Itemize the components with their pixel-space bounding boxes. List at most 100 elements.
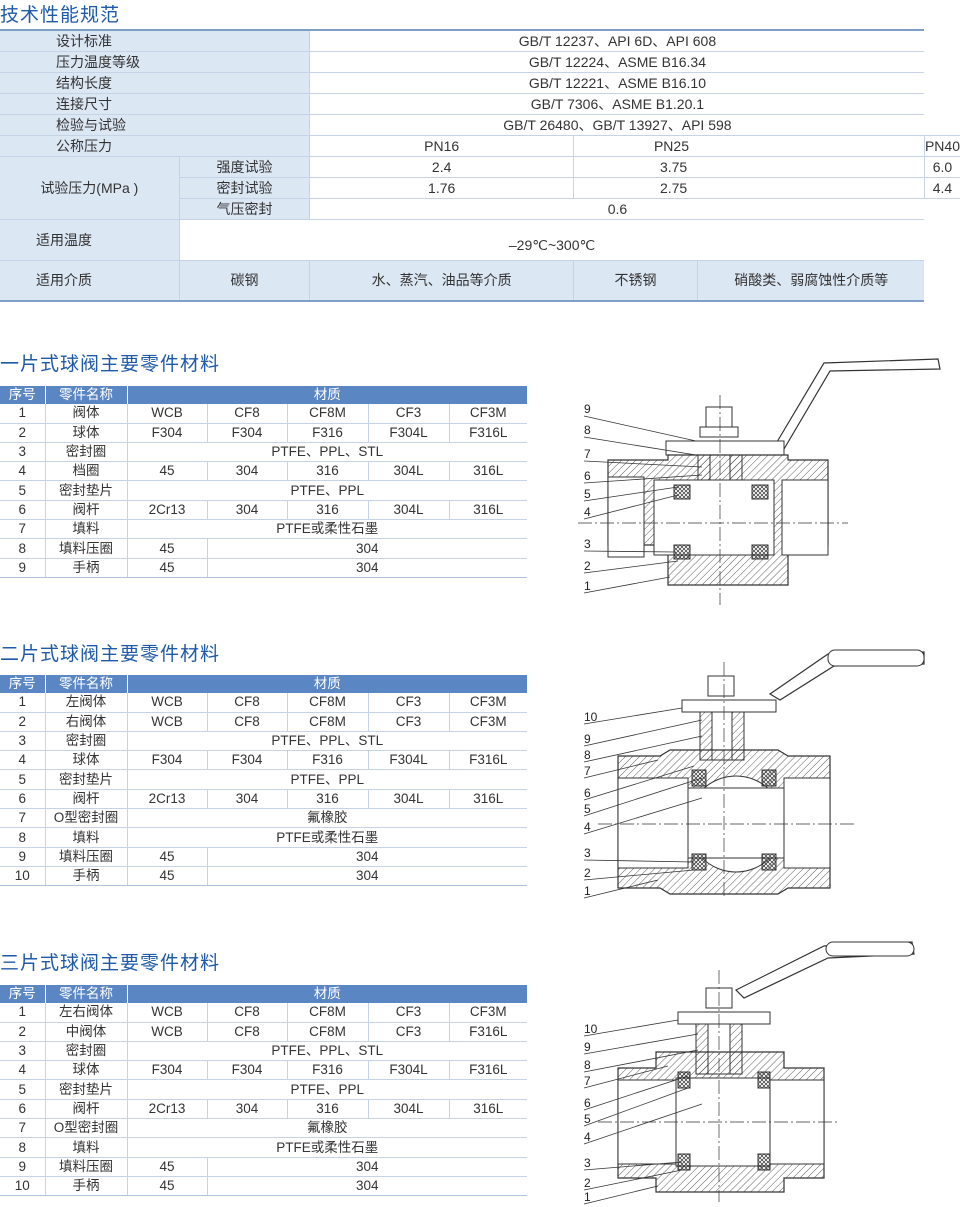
- part-number: 5: [0, 1079, 46, 1100]
- material-cell: WCB: [127, 693, 208, 713]
- material-cell: 304: [207, 847, 527, 867]
- material-cell: 304: [207, 1176, 527, 1197]
- part-number: 2: [0, 423, 46, 443]
- material-cell: WCB: [127, 1022, 208, 1042]
- part-name: 左阀体: [45, 693, 128, 713]
- material-cell: 2Cr13: [127, 500, 208, 521]
- part-number: 6: [0, 1099, 46, 1120]
- callout-label: 7: [584, 764, 591, 778]
- part-number: 9: [0, 558, 46, 578]
- spec-row-nominal: 公称压力 PN16 PN25 PN40: [0, 135, 960, 157]
- material-cell: PTFE或柔性石墨: [127, 519, 527, 540]
- material-cell: PTFE或柔性石墨: [127, 827, 527, 848]
- material-cell: F316: [287, 423, 369, 443]
- material-cell: CF3M: [449, 693, 527, 713]
- callout-label: 5: [584, 487, 591, 501]
- spec-row-media: 适用介质 碳钢 水、蒸汽、油品等介质 不锈钢 硝酸类、弱腐蚀性介质等: [0, 260, 960, 302]
- material-cell: F304: [207, 1060, 288, 1081]
- part-name: 阀体: [45, 404, 128, 424]
- spec-row: 检验与试验 GB/T 26480、GB/T 13927、API 598: [0, 114, 960, 136]
- part-name: 密封垫片: [45, 769, 128, 790]
- callout-label: 10: [584, 1022, 598, 1036]
- pn25-header: PN25: [572, 135, 925, 157]
- part-number: 1: [0, 404, 46, 424]
- spec-value: GB/T 12237、API 6D、API 608: [309, 29, 925, 52]
- part-number: 10: [0, 1176, 46, 1197]
- callout-label: 4: [584, 1130, 591, 1144]
- t2-title: 二片式球阀主要零件材料: [0, 643, 221, 665]
- material-cell: 45: [127, 558, 208, 578]
- spec-row-temp: 适用温度 –29℃~300℃: [0, 219, 960, 261]
- material-cell: CF3: [368, 712, 450, 732]
- material-cell: CF8M: [287, 693, 369, 713]
- media-carbon-steel: 碳钢: [178, 260, 311, 302]
- part-number: 7: [0, 1118, 46, 1139]
- part-name: 密封垫片: [45, 480, 128, 501]
- material-cell: F316L: [449, 1060, 527, 1081]
- nominal-label: 公称压力: [0, 135, 311, 157]
- material-cell: CF3: [368, 404, 450, 424]
- callout-label: 10: [584, 710, 598, 724]
- material-cell: CF8M: [287, 404, 369, 424]
- part-name: 阀杆: [45, 500, 128, 521]
- material-cell: 316: [287, 1099, 369, 1120]
- media-label: 适用介质: [0, 260, 180, 302]
- part-name: O型密封圈: [45, 808, 128, 829]
- material-cell: 316L: [449, 461, 527, 482]
- material-cell: 氟橡胶: [127, 1118, 527, 1139]
- material-cell: 304: [207, 461, 288, 482]
- part-number: 1: [0, 693, 46, 713]
- spec-label: 设计标准: [0, 29, 311, 52]
- callout-label: 5: [584, 802, 591, 816]
- material-cell: F304: [127, 423, 208, 443]
- material-cell: PTFE或柔性石墨: [127, 1137, 527, 1158]
- callout-label: 3: [584, 537, 591, 551]
- material-cell: 45: [127, 866, 208, 887]
- material-cell: F316L: [449, 1022, 527, 1042]
- part-number: 4: [0, 461, 46, 482]
- spec-value: GB/T 12221、ASME B16.10: [309, 72, 925, 94]
- part-name: 填料压圈: [45, 538, 128, 559]
- callout-label: 2: [584, 866, 591, 880]
- part-name: 球体: [45, 423, 128, 443]
- part-number: 2: [0, 1022, 46, 1042]
- material-cell: CF8M: [287, 1022, 369, 1042]
- part-number: 7: [0, 808, 46, 829]
- part-number: 3: [0, 731, 46, 752]
- material-cell: F304: [207, 750, 288, 771]
- spec-label: 结构长度: [0, 72, 311, 94]
- material-cell: PTFE、PPL、STL: [127, 1041, 527, 1062]
- material-cell: F304: [207, 423, 288, 443]
- material-cell: 氟橡胶: [127, 808, 527, 829]
- test-pressure-label: 试验压力(MPa ): [0, 156, 180, 220]
- material-cell: F316L: [449, 750, 527, 771]
- spec-table: 设计标准 GB/T 12237、API 6D、API 608 压力温度等级 GB…: [0, 29, 960, 302]
- material-cell: CF8: [207, 404, 288, 424]
- spec-value: GB/T 26480、GB/T 13927、API 598: [309, 114, 925, 136]
- strength-pn16: 2.4: [309, 156, 574, 178]
- strength-test-label: 强度试验: [178, 156, 311, 178]
- pn16-header: PN16: [309, 135, 574, 157]
- material-cell: CF8: [207, 1003, 288, 1023]
- part-name: 手柄: [45, 558, 128, 578]
- material-cell: 304L: [368, 789, 450, 810]
- callout-label: 3: [584, 846, 591, 860]
- material-cell: F316L: [449, 423, 527, 443]
- material-cell: CF8: [207, 693, 288, 713]
- callout-label: 4: [584, 820, 591, 834]
- material-cell: 316: [287, 500, 369, 521]
- header-no: 序号: [0, 675, 46, 694]
- part-number: 6: [0, 789, 46, 810]
- part-number: 2: [0, 712, 46, 732]
- material-cell: 304L: [368, 500, 450, 521]
